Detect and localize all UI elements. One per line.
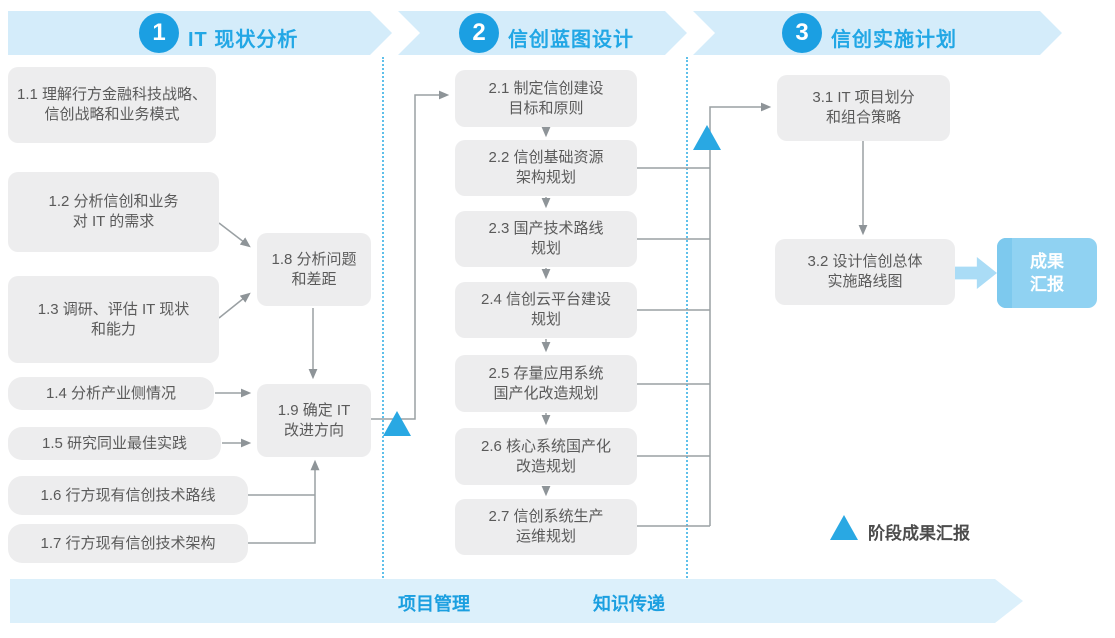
step-text: 2.7 信创系统生产 xyxy=(488,508,604,525)
phase-divider-line-2 xyxy=(686,57,688,578)
step-text: 1.4 分析产业侧情况 xyxy=(45,384,177,402)
step-box-1-5: 1.5 研究同业最佳实践 xyxy=(8,427,221,460)
step-box-1-4: 1.4 分析产业侧情况 xyxy=(8,377,214,410)
step-text: 3.1 IT 项目划分 xyxy=(812,89,915,106)
phase-3-number-badge: 3 xyxy=(782,13,822,53)
phase-1-title: IT 现状分析 xyxy=(188,29,299,51)
step-text: 2.2 信创基础资源 xyxy=(488,149,604,166)
step-text: 实施路线图 xyxy=(827,273,903,290)
step-text: 1.1 理解行方金融科技战略、 xyxy=(16,86,208,103)
phase-1-banner xyxy=(8,11,392,55)
step-text: 运维规划 xyxy=(515,528,576,545)
step-text: 1.2 分析信创和业务 xyxy=(48,193,179,210)
step-box-3-2: 3.2 设计信创总体 实施路线图 xyxy=(775,239,955,305)
step-text: 2.4 信创云平台建设 xyxy=(480,291,612,308)
step-text: 和组合策略 xyxy=(825,109,901,126)
milestone-triangle-icon xyxy=(383,411,411,436)
step-text: 目标和原则 xyxy=(508,99,584,117)
step-text: 1.8 分析问题 xyxy=(271,250,357,268)
legend-triangle-icon xyxy=(830,515,858,540)
step-text: 3.2 设计信创总体 xyxy=(807,253,923,270)
step-box-2-7: 2.7 信创系统生产 运维规划 xyxy=(455,499,637,555)
phase-divider-line-1 xyxy=(382,57,384,578)
step-box-2-6: 2.6 核心系统国产化 改造规划 xyxy=(455,428,637,485)
phase-2-number-badge: 2 xyxy=(459,13,499,53)
step-box-3-1: 3.1 IT 项目划分 和组合策略 xyxy=(777,75,950,141)
step-box-1-1: 1.1 理解行方金融科技战略、 信创战略和业务模式 xyxy=(8,67,216,143)
step-text: 2.5 存量应用系统 xyxy=(488,364,604,382)
step-text: 2.6 核心系统国产化 xyxy=(480,437,612,455)
step-text: 改造规划 xyxy=(515,457,576,475)
phase-3-title: 信创实施计划 xyxy=(831,29,957,51)
phase-1-number-badge: 1 xyxy=(139,13,179,53)
phase-3-banner xyxy=(693,11,1062,55)
step-text: 和差距 xyxy=(291,270,337,288)
result-text: 汇报 xyxy=(1030,275,1064,294)
step-box-1-7: 1.7 行方现有信创技术架构 xyxy=(8,524,248,563)
step-text: 2.3 国产技术路线 xyxy=(488,220,604,237)
step-box-1-8: 1.8 分析问题 和差距 xyxy=(257,233,371,306)
step-text: 1.7 行方现有信创技术架构 xyxy=(40,534,216,552)
step-box-2-4: 2.4 信创云平台建设 规划 xyxy=(455,282,637,338)
step-text: 2.1 制定信创建设 xyxy=(488,79,604,97)
step-text: 1.9 确定 IT xyxy=(277,401,351,419)
step-text: 1.5 研究同业最佳实践 xyxy=(41,434,188,452)
step-box-2-3: 2.3 国产技术路线 规划 xyxy=(455,211,637,267)
legend-label: 阶段成果汇报 xyxy=(868,524,970,543)
step-text: 和能力 xyxy=(90,320,136,338)
result-report-box: 成果 汇报 xyxy=(997,238,1097,308)
footer-label-project-management: 项目管理 xyxy=(398,594,470,614)
step-text: 1.3 调研、评估 IT 现状 xyxy=(37,300,190,318)
step-box-1-6: 1.6 行方现有信创技术路线 xyxy=(8,476,248,515)
footer-label-knowledge-transfer: 知识传递 xyxy=(593,594,665,614)
step-text: 规划 xyxy=(530,240,561,257)
step-text: 改进方向 xyxy=(283,421,344,439)
step-text: 对 IT 的需求 xyxy=(72,213,155,230)
result-box-stripe xyxy=(997,238,1012,308)
step-box-2-1: 2.1 制定信创建设 目标和原则 xyxy=(455,70,637,127)
result-text: 成果 xyxy=(1030,252,1064,271)
step-box-2-5: 2.5 存量应用系统 国产化改造规划 xyxy=(455,355,637,412)
milestone-triangle-icon xyxy=(693,125,721,150)
step-box-1-9: 1.9 确定 IT 改进方向 xyxy=(257,384,371,457)
step-box-1-2: 1.2 分析信创和业务 对 IT 的需求 xyxy=(8,172,219,252)
step-text: 信创战略和业务模式 xyxy=(44,106,180,123)
bottom-banner xyxy=(10,579,1023,623)
step-text: 规划 xyxy=(530,311,561,328)
phase-2-banner xyxy=(398,11,687,55)
step-box-1-3: 1.3 调研、评估 IT 现状 和能力 xyxy=(8,276,219,363)
step-text: 国产化改造规划 xyxy=(493,384,599,402)
step-text: 架构规划 xyxy=(515,169,576,186)
step-box-2-2: 2.2 信创基础资源 架构规划 xyxy=(455,140,637,196)
phase-2-title: 信创蓝图设计 xyxy=(508,29,634,51)
result-arrow-icon xyxy=(955,257,997,289)
step-text: 1.6 行方现有信创技术路线 xyxy=(40,486,216,504)
